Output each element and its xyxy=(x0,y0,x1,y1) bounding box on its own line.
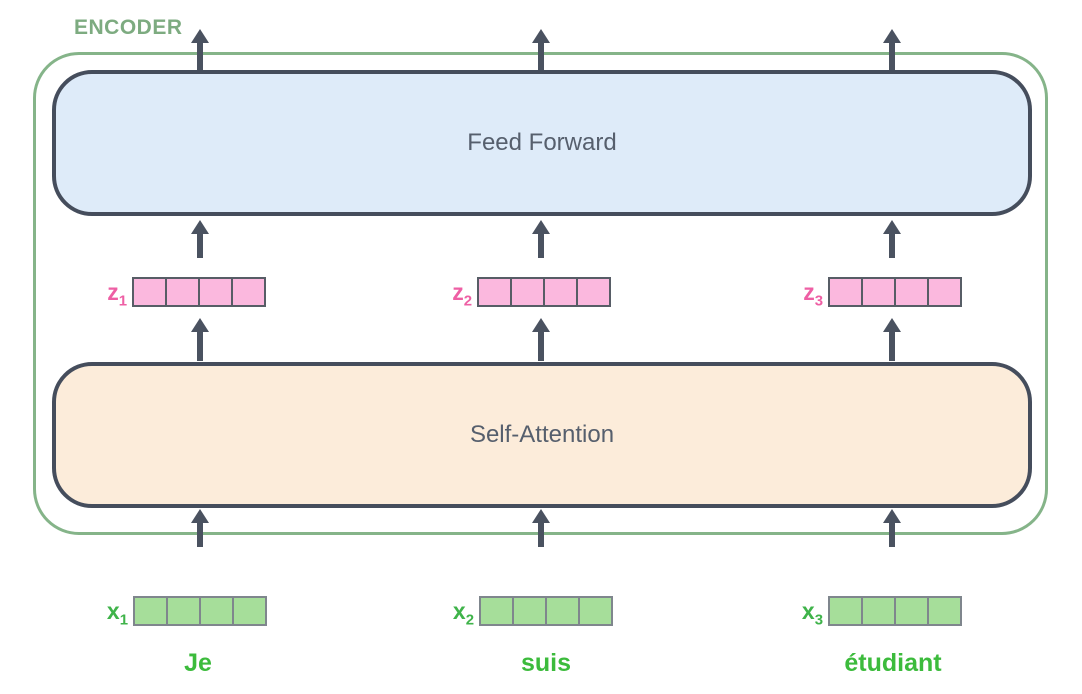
x1-label-sub: 1 xyxy=(119,611,128,629)
self-attention-label: Self-Attention xyxy=(469,421,615,448)
word-etudiant: étudiant xyxy=(844,649,942,677)
x3-label-base: x xyxy=(801,598,815,624)
feed-forward-block: Feed Forward xyxy=(52,70,1032,216)
up-arrow-output-3 xyxy=(883,29,901,70)
up-arrow-sa-to-z-3 xyxy=(883,318,901,361)
arrow-stem xyxy=(197,332,203,361)
vector-cell xyxy=(894,279,927,305)
up-arrow-x-to-sa-3 xyxy=(883,509,901,547)
vector-cell xyxy=(166,598,199,624)
arrow-head-icon xyxy=(883,509,901,523)
z2-vector xyxy=(477,277,611,307)
vector-cell xyxy=(894,598,927,624)
vector-cell xyxy=(232,598,265,624)
x3-vector xyxy=(828,596,962,626)
arrow-head-icon xyxy=(883,29,901,43)
x1-label: x1 xyxy=(84,596,128,629)
arrow-stem xyxy=(538,332,544,361)
vector-cell xyxy=(576,279,609,305)
vector-cell xyxy=(861,279,894,305)
arrow-head-icon xyxy=(191,318,209,332)
arrow-stem xyxy=(197,43,203,70)
arrow-head-icon xyxy=(532,318,550,332)
up-arrow-sa-to-z-1 xyxy=(191,318,209,361)
vector-cell xyxy=(578,598,611,624)
vector-cell xyxy=(481,598,512,624)
vector-cell xyxy=(198,279,231,305)
x3-label: x3 xyxy=(779,596,823,629)
self-attention-block: Self-Attention xyxy=(52,362,1032,508)
x1-vector xyxy=(133,596,267,626)
up-arrow-sa-to-z-2 xyxy=(532,318,550,361)
vector-cell xyxy=(830,598,861,624)
arrow-head-icon xyxy=(191,220,209,234)
z3-label: z3 xyxy=(779,277,823,310)
vector-cell xyxy=(510,279,543,305)
x1-label-base: x xyxy=(106,598,120,624)
vector-cell xyxy=(134,279,165,305)
encoder-title: ENCODER xyxy=(74,16,183,39)
vector-cell xyxy=(135,598,166,624)
vector-cell xyxy=(165,279,198,305)
up-arrow-z-to-ff-2 xyxy=(532,220,550,258)
arrow-head-icon xyxy=(532,509,550,523)
arrow-head-icon xyxy=(532,29,550,43)
vector-cell xyxy=(543,279,576,305)
arrow-stem xyxy=(197,523,203,547)
z1-label-base: z xyxy=(107,279,119,305)
z3-label-base: z xyxy=(803,279,815,305)
word-je: Je xyxy=(184,649,212,677)
x2-label-sub: 2 xyxy=(465,611,474,629)
vector-cell xyxy=(927,279,960,305)
up-arrow-x-to-sa-1 xyxy=(191,509,209,547)
z2-label-sub: 2 xyxy=(463,292,472,310)
x2-vector xyxy=(479,596,613,626)
arrow-stem xyxy=(197,234,203,258)
up-arrow-x-to-sa-2 xyxy=(532,509,550,547)
arrow-stem xyxy=(889,332,895,361)
arrow-head-icon xyxy=(883,318,901,332)
z3-label-sub: 3 xyxy=(814,292,823,310)
vector-cell xyxy=(479,279,510,305)
arrow-stem xyxy=(889,234,895,258)
word-suis: suis xyxy=(520,649,572,677)
arrow-head-icon xyxy=(191,29,209,43)
z2-label-base: z xyxy=(452,279,464,305)
arrow-head-icon xyxy=(883,220,901,234)
up-arrow-z-to-ff-1 xyxy=(191,220,209,258)
z2-label: z2 xyxy=(428,277,472,310)
up-arrow-output-2 xyxy=(532,29,550,70)
vector-cell xyxy=(861,598,894,624)
up-arrow-output-1 xyxy=(191,29,209,70)
up-arrow-z-to-ff-3 xyxy=(883,220,901,258)
arrow-head-icon xyxy=(532,220,550,234)
arrow-stem xyxy=(538,523,544,547)
z1-vector xyxy=(132,277,266,307)
x2-label: x2 xyxy=(430,596,474,629)
arrow-stem xyxy=(889,523,895,547)
vector-cell xyxy=(199,598,232,624)
vector-cell xyxy=(927,598,960,624)
arrow-stem xyxy=(889,43,895,70)
vector-cell xyxy=(231,279,264,305)
z1-label: z1 xyxy=(83,277,127,310)
arrow-head-icon xyxy=(191,509,209,523)
feed-forward-label: Feed Forward xyxy=(467,129,617,156)
z1-label-sub: 1 xyxy=(118,292,127,310)
x3-label-sub: 3 xyxy=(814,611,823,629)
vector-cell xyxy=(545,598,578,624)
z3-vector xyxy=(828,277,962,307)
arrow-stem xyxy=(538,234,544,258)
x2-label-base: x xyxy=(452,598,466,624)
vector-cell xyxy=(512,598,545,624)
arrow-stem xyxy=(538,43,544,70)
vector-cell xyxy=(830,279,861,305)
